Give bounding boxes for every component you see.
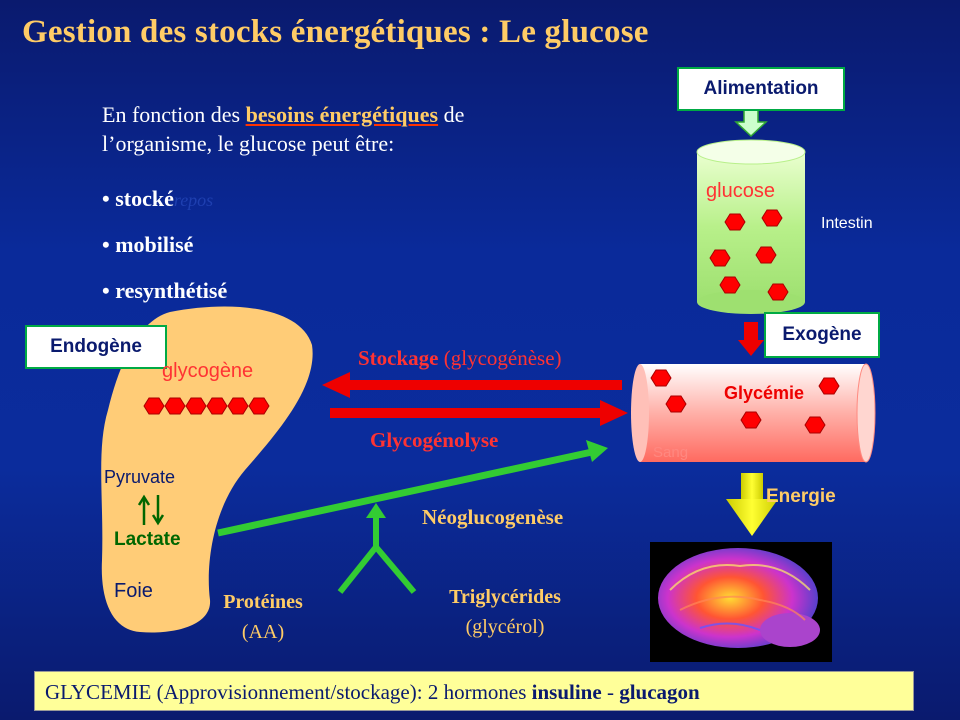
proteines-label: Protéines xyxy=(223,591,303,613)
stockage-arrow xyxy=(322,372,622,398)
neoglucogenese-arrow xyxy=(217,440,608,537)
liver-shape xyxy=(101,306,313,633)
glycerol-label: (glycérol) xyxy=(465,616,545,638)
stockage-bold: Stockage xyxy=(358,346,439,370)
bullet-resynthetise: • resynthétisé xyxy=(102,278,227,324)
intestin-glucose-label: glucose xyxy=(706,180,775,202)
exogene-box: Exogène xyxy=(764,312,880,358)
bullet-ghost: repos xyxy=(173,190,214,210)
title-main: Gestion des stocks énergétiques : xyxy=(22,14,491,50)
alimentation-label: Alimentation xyxy=(703,78,819,99)
energie-arrow xyxy=(726,473,778,536)
glycogenolyse-arrow xyxy=(330,400,628,426)
lactate-label: Lactate xyxy=(114,529,181,550)
bullet-label: • resynthétisé xyxy=(102,278,228,303)
pyruvate-lactate-arrows xyxy=(137,494,165,526)
intestine-tube xyxy=(696,139,806,314)
stockage-label: Stockage (glycogénèse) xyxy=(358,346,562,371)
intro-before: En fonction des xyxy=(102,102,246,127)
intro-after: de l’organisme, le glucose peut être: xyxy=(102,102,465,156)
footer-text: GLYCEMIE (Approvisionnement/stockage): 2… xyxy=(45,680,532,704)
footer-sep: - xyxy=(601,680,620,704)
footer-insuline: insuline xyxy=(531,680,602,704)
triglycerides-label: Triglycérides xyxy=(449,586,561,608)
exogene-arrow xyxy=(738,322,764,356)
stockage-rest: (glycogénèse) xyxy=(438,346,562,370)
energie-label: Energie xyxy=(766,486,836,507)
bullet-label: • mobilisé xyxy=(102,232,194,257)
endogene-label: Endogène xyxy=(50,336,142,357)
alimentation-box: Alimentation xyxy=(677,67,845,111)
bullet-stocke: • stockérepos xyxy=(102,186,227,232)
sang-label: Sang xyxy=(653,444,689,461)
intro-text: En fonction des besoins énergétiques de … xyxy=(102,100,572,158)
title-sub: Le glucose xyxy=(499,14,649,50)
glycogenolyse-label: Glycogénolyse xyxy=(370,428,499,452)
foie-label: Foie xyxy=(114,580,153,602)
bullet-label: • stocké xyxy=(102,186,174,211)
endogene-box: Endogène xyxy=(25,325,167,369)
brain-image xyxy=(650,542,832,662)
bullet-mobilise: • mobilisé xyxy=(102,232,227,278)
footer-glucagon: glucagon xyxy=(619,680,700,704)
exogene-label: Exogène xyxy=(782,324,862,345)
footer-banner: GLYCEMIE (Approvisionnement/stockage): 2… xyxy=(34,671,914,711)
intro-highlight: besoins énergétiques xyxy=(245,102,439,127)
sources-arrowhead xyxy=(366,503,386,518)
page-title: Gestion des stocks énergétiques : Le glu… xyxy=(22,14,649,51)
pyruvate-label: Pyruvate xyxy=(104,467,176,487)
bullet-list: • stockérepos • mobilisé • resynthétisé xyxy=(102,186,227,324)
alimentation-arrow xyxy=(734,109,768,138)
sources-y-arrow xyxy=(337,516,417,594)
intestin-label: Intestin xyxy=(821,215,873,232)
glycemie-label: Glycémie xyxy=(724,383,805,403)
glycogene-label: glycogène xyxy=(162,360,254,382)
aa-label: (AA) xyxy=(241,621,285,643)
neoglucogenese-label: Néoglucogenèse xyxy=(422,505,564,529)
